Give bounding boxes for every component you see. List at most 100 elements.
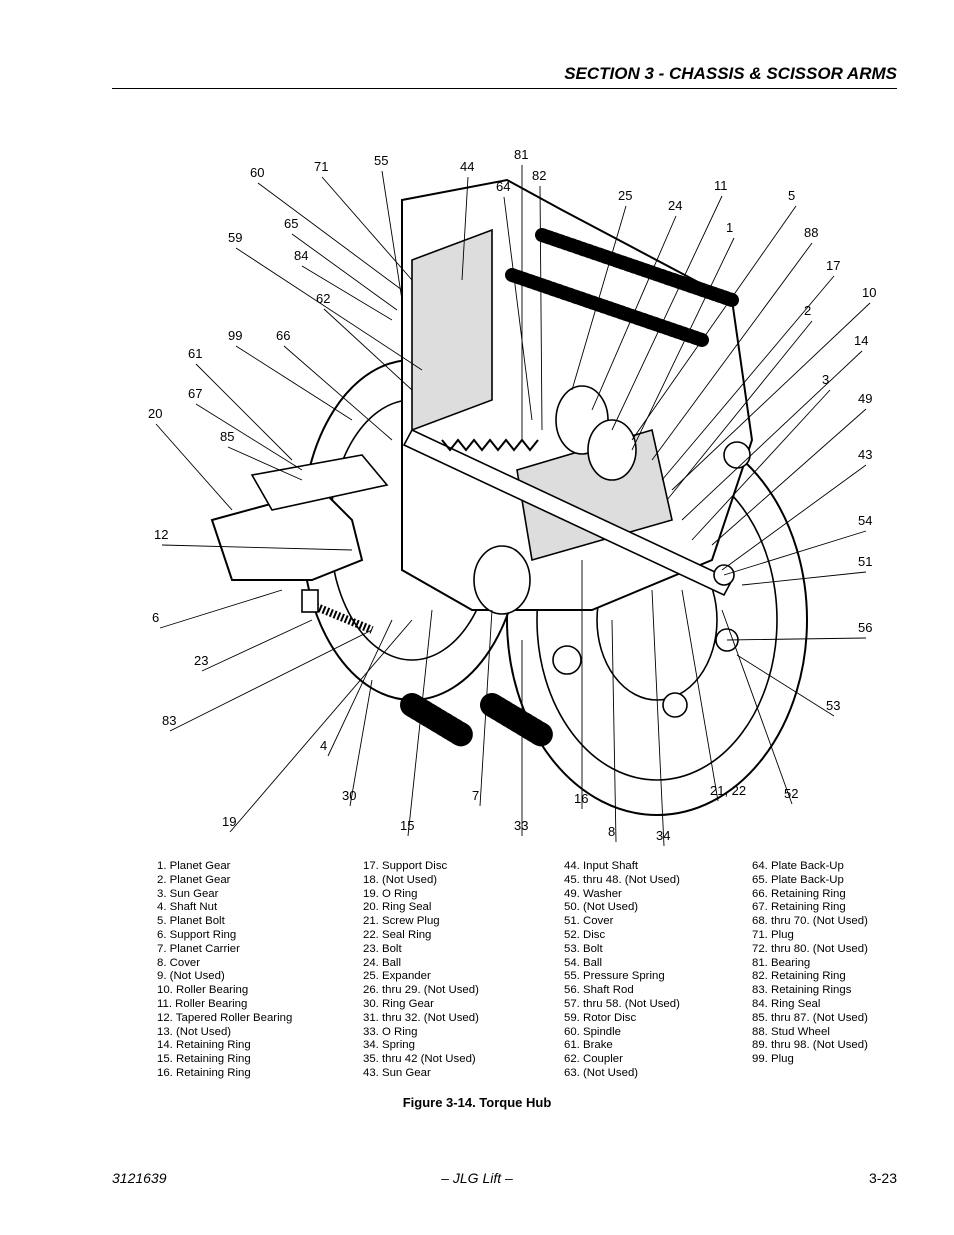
callout-label: 43 bbox=[858, 447, 872, 462]
legend-item: 23. Bolt bbox=[363, 942, 402, 955]
callout-label: 56 bbox=[858, 620, 872, 635]
callout-label: 30 bbox=[342, 788, 356, 803]
legend-item: 43. Sun Gear bbox=[363, 1066, 431, 1079]
callout-leader-line bbox=[227, 446, 303, 481]
legend-item: 2. Planet Gear bbox=[157, 873, 231, 886]
legend-item: 31. thru 32. (Not Used) bbox=[363, 1011, 479, 1024]
header-rule bbox=[112, 88, 897, 89]
legend-item: 62. Coupler bbox=[564, 1053, 623, 1066]
callout-leader-line bbox=[327, 619, 393, 757]
callout-7: 7 bbox=[472, 609, 493, 807]
callout-14: 14 bbox=[681, 333, 868, 521]
callout-leader-line bbox=[726, 637, 867, 641]
legend-item: 30. Ring Gear bbox=[363, 997, 434, 1010]
callout-11: 11 bbox=[611, 178, 728, 431]
callout-label: 7 bbox=[472, 788, 479, 803]
callout-label: 53 bbox=[826, 698, 840, 713]
callout-leader-line bbox=[291, 233, 398, 311]
callout-leader-line bbox=[257, 182, 403, 291]
callout-label: 49 bbox=[858, 391, 872, 406]
callout-17: 17 bbox=[661, 258, 840, 481]
callout-leader-line bbox=[155, 423, 233, 511]
legend-item: 13. (Not Used) bbox=[157, 1025, 232, 1038]
callout-label: 64 bbox=[496, 179, 510, 194]
callout-label: 67 bbox=[188, 386, 202, 401]
callout-leader-line bbox=[681, 589, 719, 802]
callout-label: 88 bbox=[804, 225, 818, 240]
callout-label: 8 bbox=[608, 824, 615, 839]
callout-label: 84 bbox=[294, 248, 308, 263]
legend-item: 61. Brake bbox=[564, 1039, 613, 1052]
callout-label: 59 bbox=[228, 230, 242, 245]
callout-label: 99 bbox=[228, 328, 242, 343]
legend-item: 56. Shaft Rod bbox=[564, 984, 634, 997]
callout-leader-line bbox=[611, 619, 617, 843]
legend-item: 4. Shaft Nut bbox=[157, 901, 218, 914]
legend-item: 22. Seal Ring bbox=[363, 928, 432, 941]
callout-88: 88 bbox=[651, 225, 818, 461]
callout-leader-line bbox=[301, 265, 393, 321]
legend-item: 5. Planet Bolt bbox=[157, 915, 225, 928]
callout-leader-line bbox=[721, 609, 793, 805]
callout-34: 34 bbox=[651, 589, 670, 847]
callout-62: 62 bbox=[316, 291, 413, 391]
page-number: 3-23 bbox=[868, 1170, 897, 1186]
callout-label: 66 bbox=[276, 328, 290, 343]
callout-label: 61 bbox=[188, 346, 202, 361]
legend-item: 26. thru 29. (Not Used) bbox=[363, 984, 479, 997]
legend-item: 20. Ring Seal bbox=[363, 901, 432, 914]
callout-33: 33 bbox=[514, 640, 528, 836]
callout-label: 23 bbox=[194, 653, 208, 668]
legend-item: 17. Support Disc bbox=[363, 860, 448, 872]
callout-leader-line bbox=[651, 242, 813, 461]
callout-label: 83 bbox=[162, 713, 176, 728]
legend-item: 67. Retaining Ring bbox=[752, 901, 846, 914]
legend-item: 51. Cover bbox=[564, 915, 614, 928]
callout-label: 19 bbox=[222, 814, 236, 829]
callout-label: 52 bbox=[784, 786, 798, 801]
callout-leader-line bbox=[195, 403, 303, 471]
callout-leader-line bbox=[161, 544, 353, 551]
callout-2: 2 bbox=[666, 303, 813, 501]
legend-item: 35. thru 42 (Not Used) bbox=[363, 1053, 476, 1066]
legend-item: 59. Rotor Disc bbox=[564, 1011, 637, 1024]
legend-item: 10. Roller Bearing bbox=[157, 984, 249, 997]
callout-20: 20 bbox=[148, 406, 233, 511]
legend-item: 53. Bolt bbox=[564, 942, 603, 955]
callout-leader-line bbox=[661, 275, 835, 481]
callout-label: 54 bbox=[858, 513, 872, 528]
callout-leader-line bbox=[711, 408, 867, 546]
callout-leader-line bbox=[591, 215, 677, 411]
callout-label: 21, 22 bbox=[710, 783, 746, 798]
callout-3: 3 bbox=[691, 372, 831, 541]
figure-caption: Figure 3-14. Torque Hub bbox=[402, 1095, 552, 1110]
callout-leader-line bbox=[539, 185, 543, 431]
callout-43: 43 bbox=[721, 447, 872, 571]
callout-5: 5 bbox=[631, 188, 797, 441]
legend-item: 89. thru 98. (Not Used) bbox=[752, 1039, 868, 1052]
callout-53: 53 bbox=[736, 654, 840, 717]
callout-65: 65 bbox=[284, 216, 398, 311]
callout-12: 12 bbox=[154, 527, 353, 551]
callout-leader-line bbox=[503, 196, 533, 421]
callout-8: 8 bbox=[608, 619, 617, 843]
callout-label: 51 bbox=[858, 554, 872, 569]
legend-item: 34. Spring bbox=[363, 1039, 415, 1052]
callout-44: 44 bbox=[460, 159, 474, 281]
callout-label: 25 bbox=[618, 188, 632, 203]
callout-81: 81 bbox=[514, 147, 528, 440]
callout-84: 84 bbox=[294, 248, 393, 321]
callout-label: 1 bbox=[726, 220, 733, 235]
callout-label: 71 bbox=[314, 159, 328, 174]
callout-label: 4 bbox=[320, 738, 327, 753]
callout-leader-line bbox=[169, 629, 373, 732]
legend-item: 15. Retaining Ring bbox=[157, 1053, 251, 1066]
callout-64: 64 bbox=[496, 179, 533, 421]
legend-item: 85. thru 87. (Not Used) bbox=[752, 1011, 868, 1024]
callout-leader-line bbox=[461, 176, 469, 281]
legend-item: 55. Pressure Spring bbox=[564, 970, 665, 983]
legend-item: 57. thru 58. (Not Used) bbox=[564, 997, 680, 1010]
